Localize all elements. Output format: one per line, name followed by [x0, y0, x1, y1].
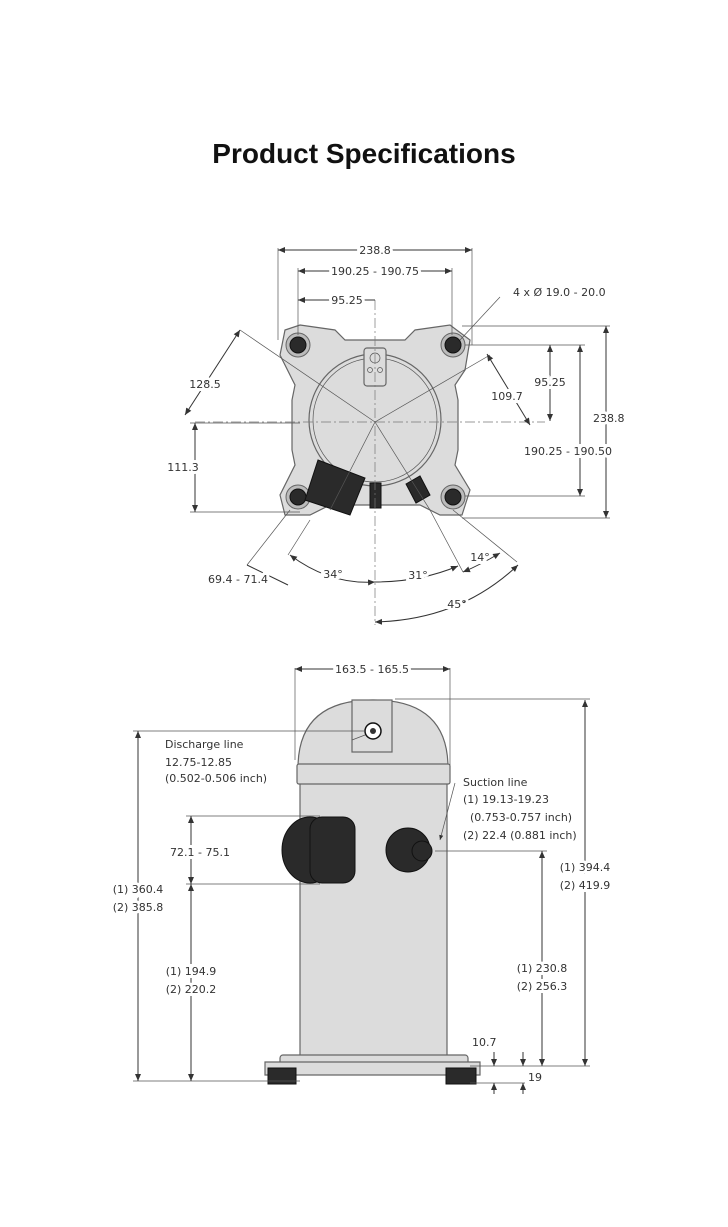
dimension-lines — [133, 666, 590, 1094]
suction-line-label: Suction line — [463, 776, 528, 789]
angle-31: 31° — [408, 569, 428, 582]
top-view: 238.8 190.25 - 190.75 95.25 4 x Ø 19.0 -… — [164, 241, 628, 625]
suction-line-size-2: (2) 22.4 (0.881 inch) — [463, 829, 577, 842]
dim-left-offset: 111.3 — [167, 461, 199, 474]
discharge-line-label: Discharge line — [165, 738, 244, 751]
dim-bolt-spacing-vertical: 190.25 - 190.50 — [524, 445, 612, 458]
dim-height-overall: 238.8 — [593, 412, 625, 425]
dim-bolt-spacing: 190.25 - 190.75 — [331, 265, 419, 278]
angle-14: 14° — [470, 551, 490, 564]
mounting-hole-icon — [285, 332, 466, 510]
compressor-side-outline — [264, 699, 481, 1085]
dim-total-height-2: (2) 419.9 — [560, 879, 611, 892]
terminal-box — [281, 816, 356, 884]
discharge-line-inch: (0.502-0.506 inch) — [165, 772, 267, 785]
suction-line-inch-1: (0.753-0.757 inch) — [470, 811, 572, 824]
dim-width-overall: 238.8 — [359, 244, 391, 257]
dimension-lines — [184, 247, 610, 625]
discharge-port — [369, 482, 382, 509]
dim-discharge-height-1: (1) 360.4 — [113, 883, 164, 896]
dim-total-height-1: (1) 394.4 — [560, 861, 611, 874]
dim-suction-height-2: (2) 256.3 — [517, 980, 568, 993]
dimension-labels: 238.8 190.25 - 190.75 95.25 4 x Ø 19.0 -… — [164, 241, 627, 614]
dim-base-height: 19 — [528, 1071, 542, 1084]
dim-box-height: 72.1 - 75.1 — [170, 846, 230, 859]
angle-34: 34° — [323, 568, 343, 581]
dim-box-base-2: (2) 220.2 — [166, 983, 217, 996]
suction-port — [405, 475, 431, 504]
dim-foot-height: 10.7 — [472, 1036, 497, 1049]
dim-discharge-height-2: (2) 385.8 — [113, 901, 164, 914]
dim-half-spacing: 95.25 — [331, 294, 363, 307]
dim-suction-height-1: (1) 230.8 — [517, 962, 568, 975]
dim-diag-right: 109.7 — [491, 390, 523, 403]
dim-box-base-1: (1) 194.9 — [166, 965, 217, 978]
dim-diag-left: 128.5 — [189, 378, 221, 391]
discharge-line-size: 12.75-12.85 — [165, 756, 232, 769]
dim-port-offset: 69.4 - 71.4 — [208, 573, 268, 586]
compressor-top-outline — [279, 324, 471, 516]
angle-45: 45° — [447, 598, 467, 611]
suction-line-size-1: (1) 19.13-19.23 — [463, 793, 549, 806]
dim-holes: 4 x Ø 19.0 - 20.0 — [513, 286, 606, 299]
page-title: Product Specifications — [212, 138, 516, 169]
suction-port — [385, 827, 433, 873]
dim-diameter: 163.5 - 165.5 — [335, 663, 409, 676]
side-view: 163.5 - 165.5 Discharge line 12.75-12.85… — [110, 660, 614, 1094]
dimension-labels: 163.5 - 165.5 Discharge line 12.75-12.85… — [110, 660, 614, 1084]
dim-half-spacing-vertical: 95.25 — [534, 376, 566, 389]
